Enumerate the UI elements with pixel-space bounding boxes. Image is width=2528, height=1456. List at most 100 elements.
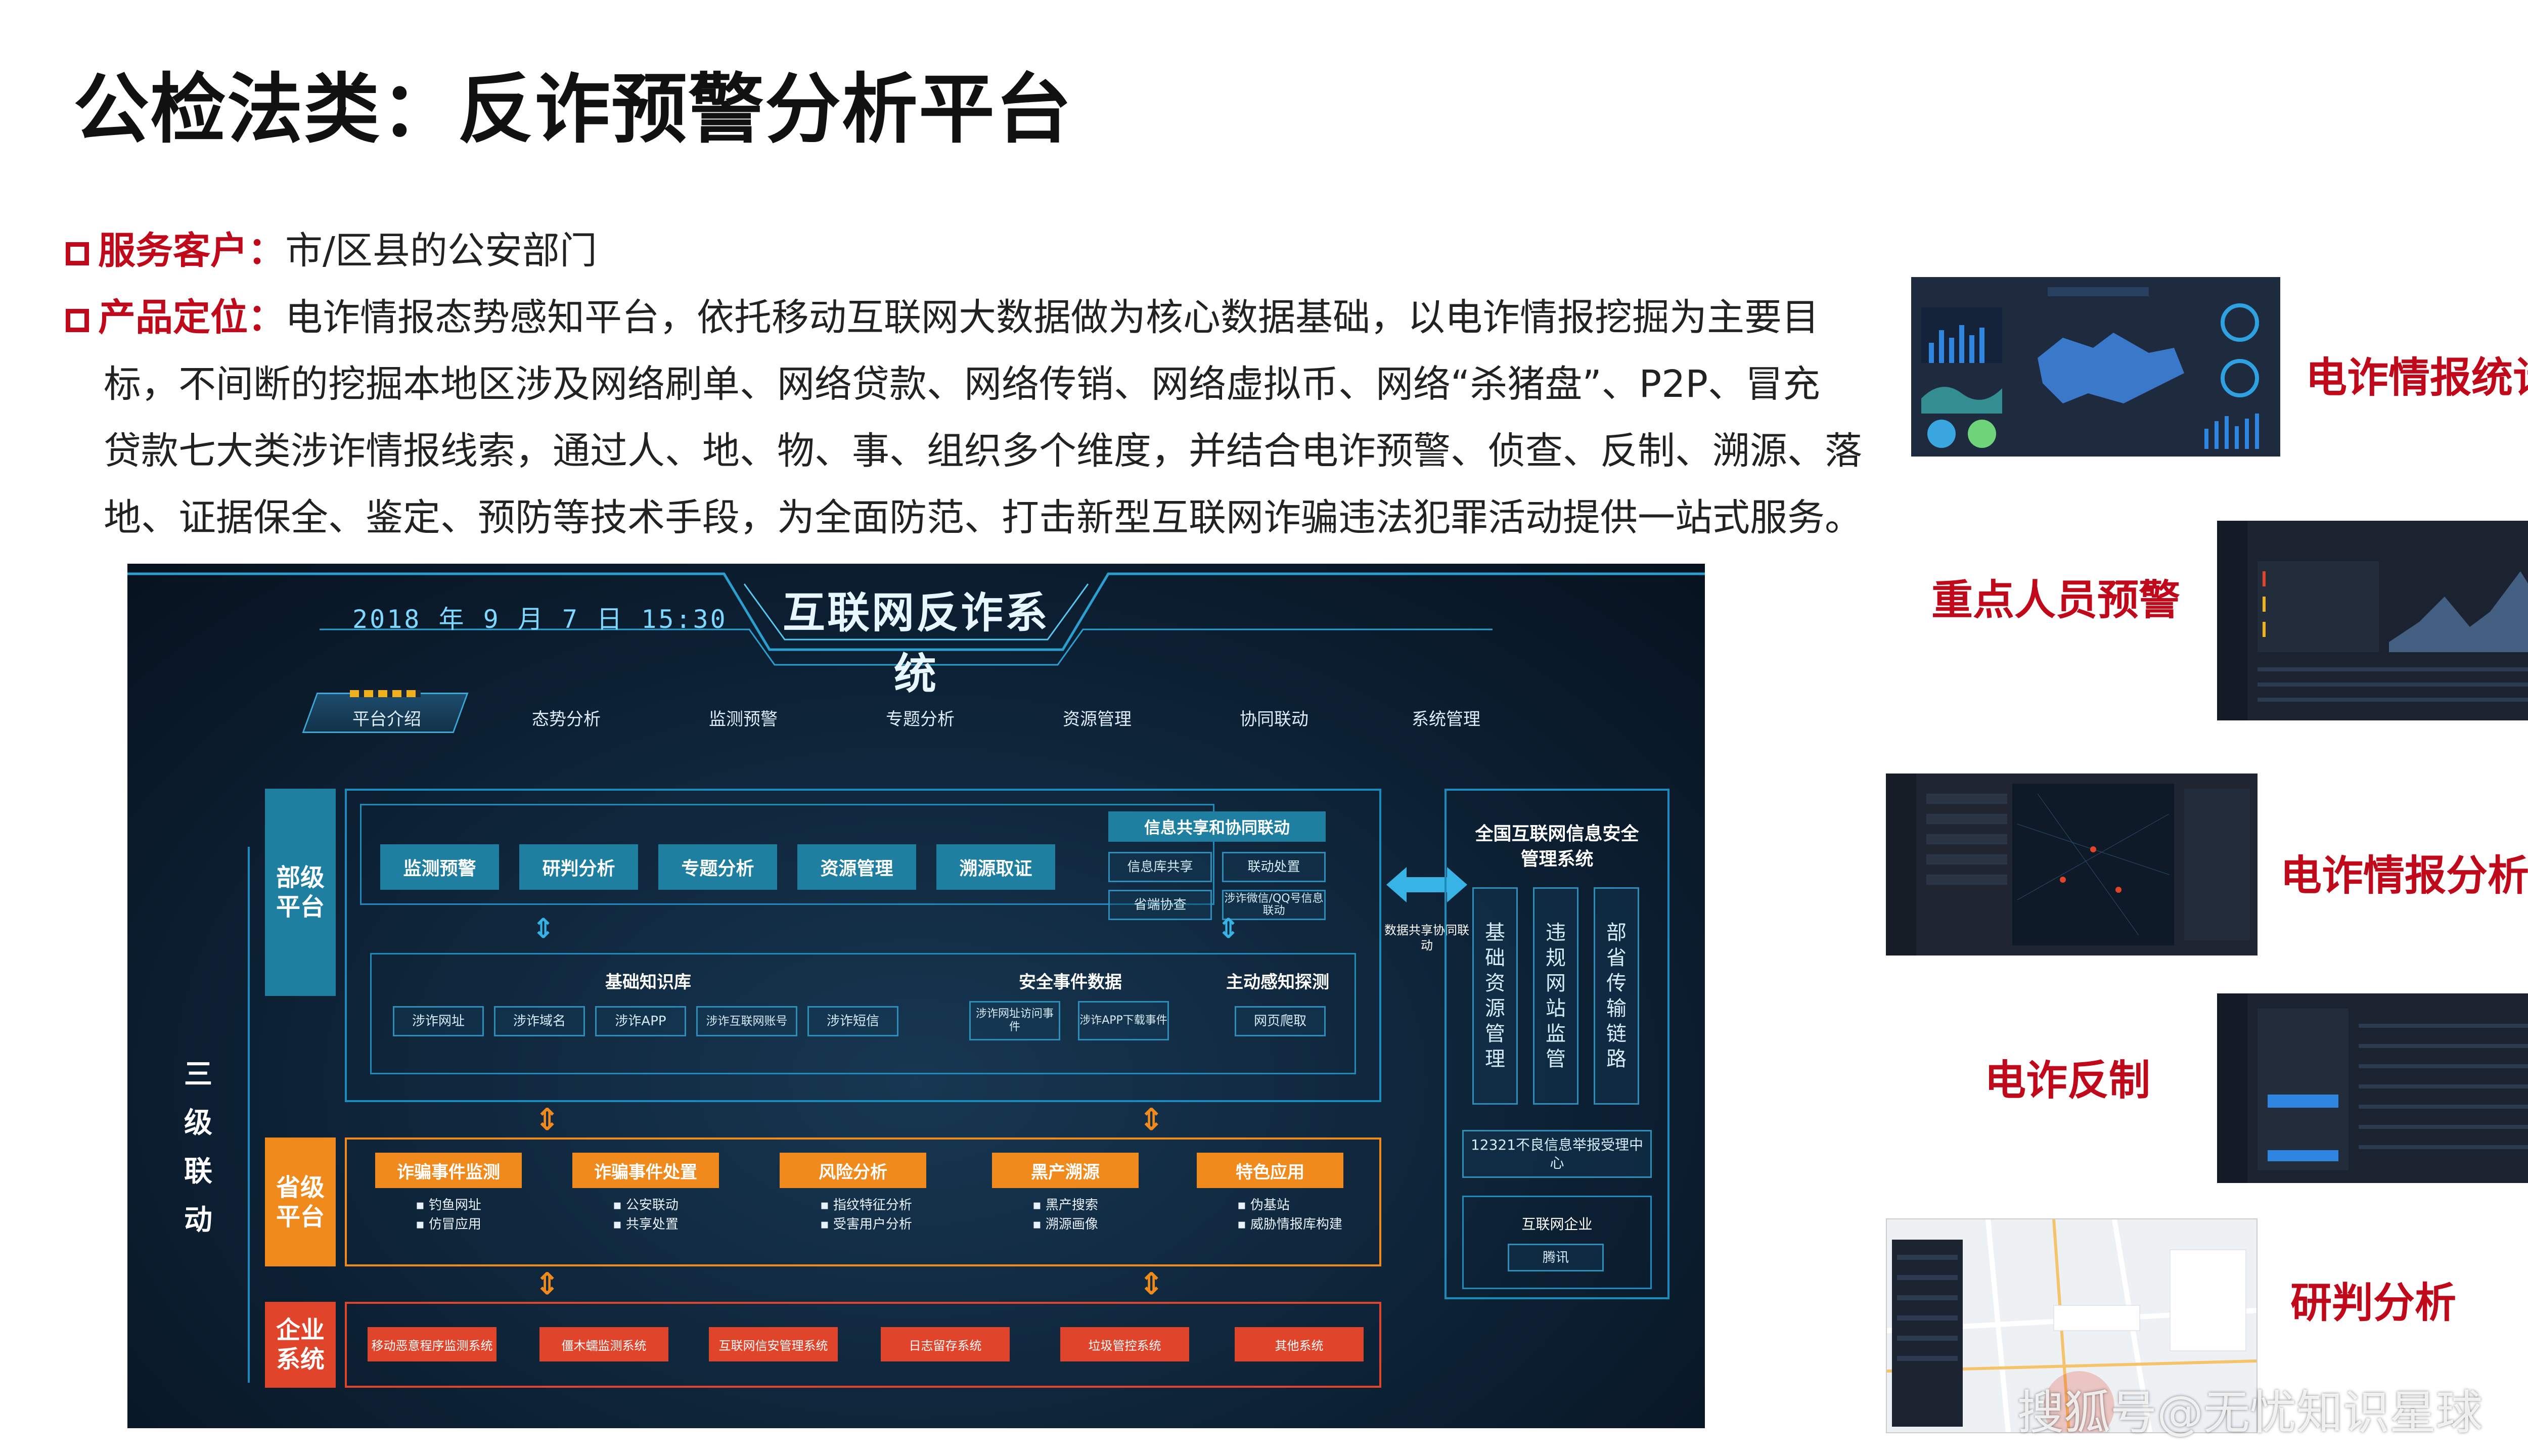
province-group-list: ▪ 伪基站▪ 威胁情报库构建 <box>1237 1198 1342 1232</box>
province-label-text: 省级平台 <box>276 1173 325 1231</box>
bullet-service: 服务客户：市/区县的公安部门 <box>66 217 1896 284</box>
intro-paragraph: 服务客户：市/区县的公安部门 产品定位：电诈情报态势感知平台，依托移动互联网大数… <box>66 217 1896 551</box>
province-group-list: ▪ 钓鱼网址▪ 仿冒应用 <box>416 1198 481 1232</box>
province-group-title[interactable]: 诈骗事件监测 <box>375 1153 522 1188</box>
province-group-title[interactable]: 诈骗事件处置 <box>572 1153 719 1188</box>
province-group-list: ▪ 指纹特征分析▪ 受害用户分析 <box>820 1198 912 1232</box>
datetime: 2018 年 9 月 7 日 15:30 <box>352 605 728 634</box>
national-system-title: 全国互联网信息安全管理系统 <box>1475 824 1639 870</box>
module-monitor-warning[interactable]: 监测预警 <box>380 844 499 890</box>
national-system-frame <box>1444 789 1669 1299</box>
thumb-label: 电诈情报统计 <box>2306 354 2528 402</box>
system-dashboard: 2018 年 9 月 7 日 15:30 互联网反诈系统 平台介绍 态势分析 监… <box>127 564 1705 1428</box>
ministry-label: 部级平台 <box>265 789 336 996</box>
page-title: 公检法类：反诈预警分析平台 <box>73 66 1073 154</box>
arrow-updown-icon: ⇕ <box>532 913 555 944</box>
tab-resource-management[interactable]: 资源管理 <box>1063 709 1132 730</box>
modules-frame <box>360 804 1214 905</box>
level-bracket <box>248 847 250 1383</box>
province-group-title[interactable]: 特色应用 <box>1197 1153 1343 1188</box>
national-column[interactable]: 基础资源管理 <box>1472 887 1518 1105</box>
bullet-positioning: 产品定位：电诈情报态势感知平台，依托移动互联网大数据做为核心数据基础，以电诈情报… <box>66 284 1896 351</box>
module-research-analysis[interactable]: 研判分析 <box>519 844 638 890</box>
province-group-title[interactable]: 风险分析 <box>780 1153 926 1188</box>
probe-item[interactable]: 网页爬取 <box>1235 1006 1326 1036</box>
province-item: 共享处置 <box>625 1217 679 1232</box>
ministry-frame <box>345 789 1381 1102</box>
bullet-line: 地、证据保全、鉴定、预防等技术手段，为全面防范、打击新型互联网诈骗违法犯罪活动提… <box>104 496 1862 539</box>
thumb-label: 重点人员预警 <box>1931 576 2181 624</box>
internet-enterprise-title: 互联网企业 <box>1521 1216 1593 1233</box>
thumb-label: 研判分析 <box>2290 1279 2457 1327</box>
province-group-list: ▪ 黑产搜索▪ 溯源画像 <box>1032 1198 1098 1232</box>
arrow-updown-icon: ⇕ <box>1139 1102 1164 1138</box>
tab-collaboration[interactable]: 协同联动 <box>1240 709 1308 730</box>
province-group-list: ▪ 公安联动▪ 共享处置 <box>613 1198 679 1232</box>
report-center[interactable]: 12321不良信息举报受理中心 <box>1462 1130 1652 1178</box>
security-item[interactable]: 涉诈APP下载事件 <box>1078 1001 1169 1040</box>
info-share-title: 信息共享和协同联动 <box>1108 811 1326 842</box>
knowledge-item[interactable]: 涉诈APP <box>595 1006 686 1036</box>
province-item: 公安联动 <box>625 1198 679 1213</box>
module-resource-management[interactable]: 资源管理 <box>797 844 916 890</box>
bullet-text: 市/区县的公安部门 <box>285 229 597 272</box>
province-item: 指纹特征分析 <box>833 1198 912 1213</box>
province-group-title[interactable]: 黑产溯源 <box>992 1153 1139 1188</box>
security-item[interactable]: 涉诈网址访问事件 <box>969 1001 1060 1040</box>
thumb-research-analysis <box>1886 1218 2258 1433</box>
national-column[interactable]: 违规网站监管 <box>1533 887 1578 1105</box>
enterprise-system[interactable]: 垃圾管控系统 <box>1060 1327 1189 1361</box>
probe-title: 主动感知探测 <box>1226 972 1329 992</box>
tab-platform-intro[interactable]: 平台介绍 <box>352 709 421 730</box>
exchange-label: 数据共享协同联动 <box>1384 923 1469 952</box>
knowledge-title: 基础知识库 <box>605 972 691 992</box>
tab-system-management[interactable]: 系统管理 <box>1412 709 1480 730</box>
bullet-line: 电诈情报态势感知平台，依托移动互联网大数据做为核心数据基础，以电诈情报挖掘为主要… <box>285 296 1819 339</box>
internet-enterprise-item[interactable]: 腾讯 <box>1508 1244 1604 1271</box>
bullet-square-icon <box>66 309 89 332</box>
bullet-line: 贷款七大类涉诈情报线索，通过人、地、物、事、组织多个维度，并结合电诈预警、侦查、… <box>104 429 1862 473</box>
nav-tab-stripe <box>350 690 421 697</box>
enterprise-system[interactable]: 移动恶意程序监测系统 <box>368 1327 496 1361</box>
thumb-key-personnel <box>2217 521 2528 720</box>
watermark-text: 搜狐号@无忧知识星球 <box>2017 1386 2483 1440</box>
info-share-item[interactable]: 涉诈微信/QQ号信息联动 <box>1222 890 1326 920</box>
info-share-item[interactable]: 联动处置 <box>1222 852 1326 882</box>
province-item: 伪基站 <box>1250 1198 1290 1213</box>
national-column[interactable]: 部省传输链路 <box>1594 887 1639 1105</box>
province-item: 仿冒应用 <box>428 1217 481 1232</box>
thumb-fraud-analysis <box>1886 774 2258 956</box>
thumb-fraud-counter <box>2217 993 2528 1183</box>
province-label: 省级平台 <box>265 1138 336 1266</box>
knowledge-item[interactable]: 涉诈域名 <box>494 1006 585 1036</box>
internet-enterprise-frame <box>1462 1196 1652 1289</box>
bullet-square-icon <box>66 242 89 265</box>
enterprise-system[interactable]: 僵木蠕监测系统 <box>539 1327 668 1361</box>
enterprise-system[interactable]: 互联网信安管理系统 <box>709 1327 838 1361</box>
security-title: 安全事件数据 <box>1019 972 1122 992</box>
thumb-research-graphic <box>1887 1219 2256 1432</box>
thumb-counter-graphic <box>2217 993 2528 1183</box>
module-trace-evidence[interactable]: 溯源取证 <box>936 844 1055 890</box>
data-frame <box>370 953 1356 1074</box>
header-frame <box>127 572 1705 666</box>
knowledge-item[interactable]: 涉诈短信 <box>807 1006 898 1036</box>
province-item: 受害用户分析 <box>833 1217 912 1232</box>
info-share-item[interactable]: 省端协查 <box>1108 890 1212 920</box>
thumb-personnel-graphic <box>2217 521 2528 720</box>
tab-topic-analysis[interactable]: 专题分析 <box>886 709 955 730</box>
info-share-item[interactable]: 信息库共享 <box>1108 852 1212 882</box>
tab-monitor-warning[interactable]: 监测预警 <box>709 709 778 730</box>
arrow-updown-icon: ⇕ <box>534 1266 560 1302</box>
province-item: 黑产搜索 <box>1045 1198 1098 1213</box>
province-frame <box>345 1138 1381 1266</box>
exchange-arrow-icon <box>1386 867 1467 902</box>
tab-situation-analysis[interactable]: 态势分析 <box>532 709 601 730</box>
knowledge-item[interactable]: 涉诈互联网账号 <box>696 1006 797 1036</box>
enterprise-label: 企业系统 <box>265 1302 336 1388</box>
enterprise-system[interactable]: 日志留存系统 <box>881 1327 1010 1361</box>
knowledge-item[interactable]: 涉诈网址 <box>393 1006 484 1036</box>
enterprise-system[interactable]: 其他系统 <box>1235 1327 1364 1361</box>
thumb-fraud-stats <box>1911 277 2280 457</box>
module-topic-analysis[interactable]: 专题分析 <box>658 844 777 890</box>
